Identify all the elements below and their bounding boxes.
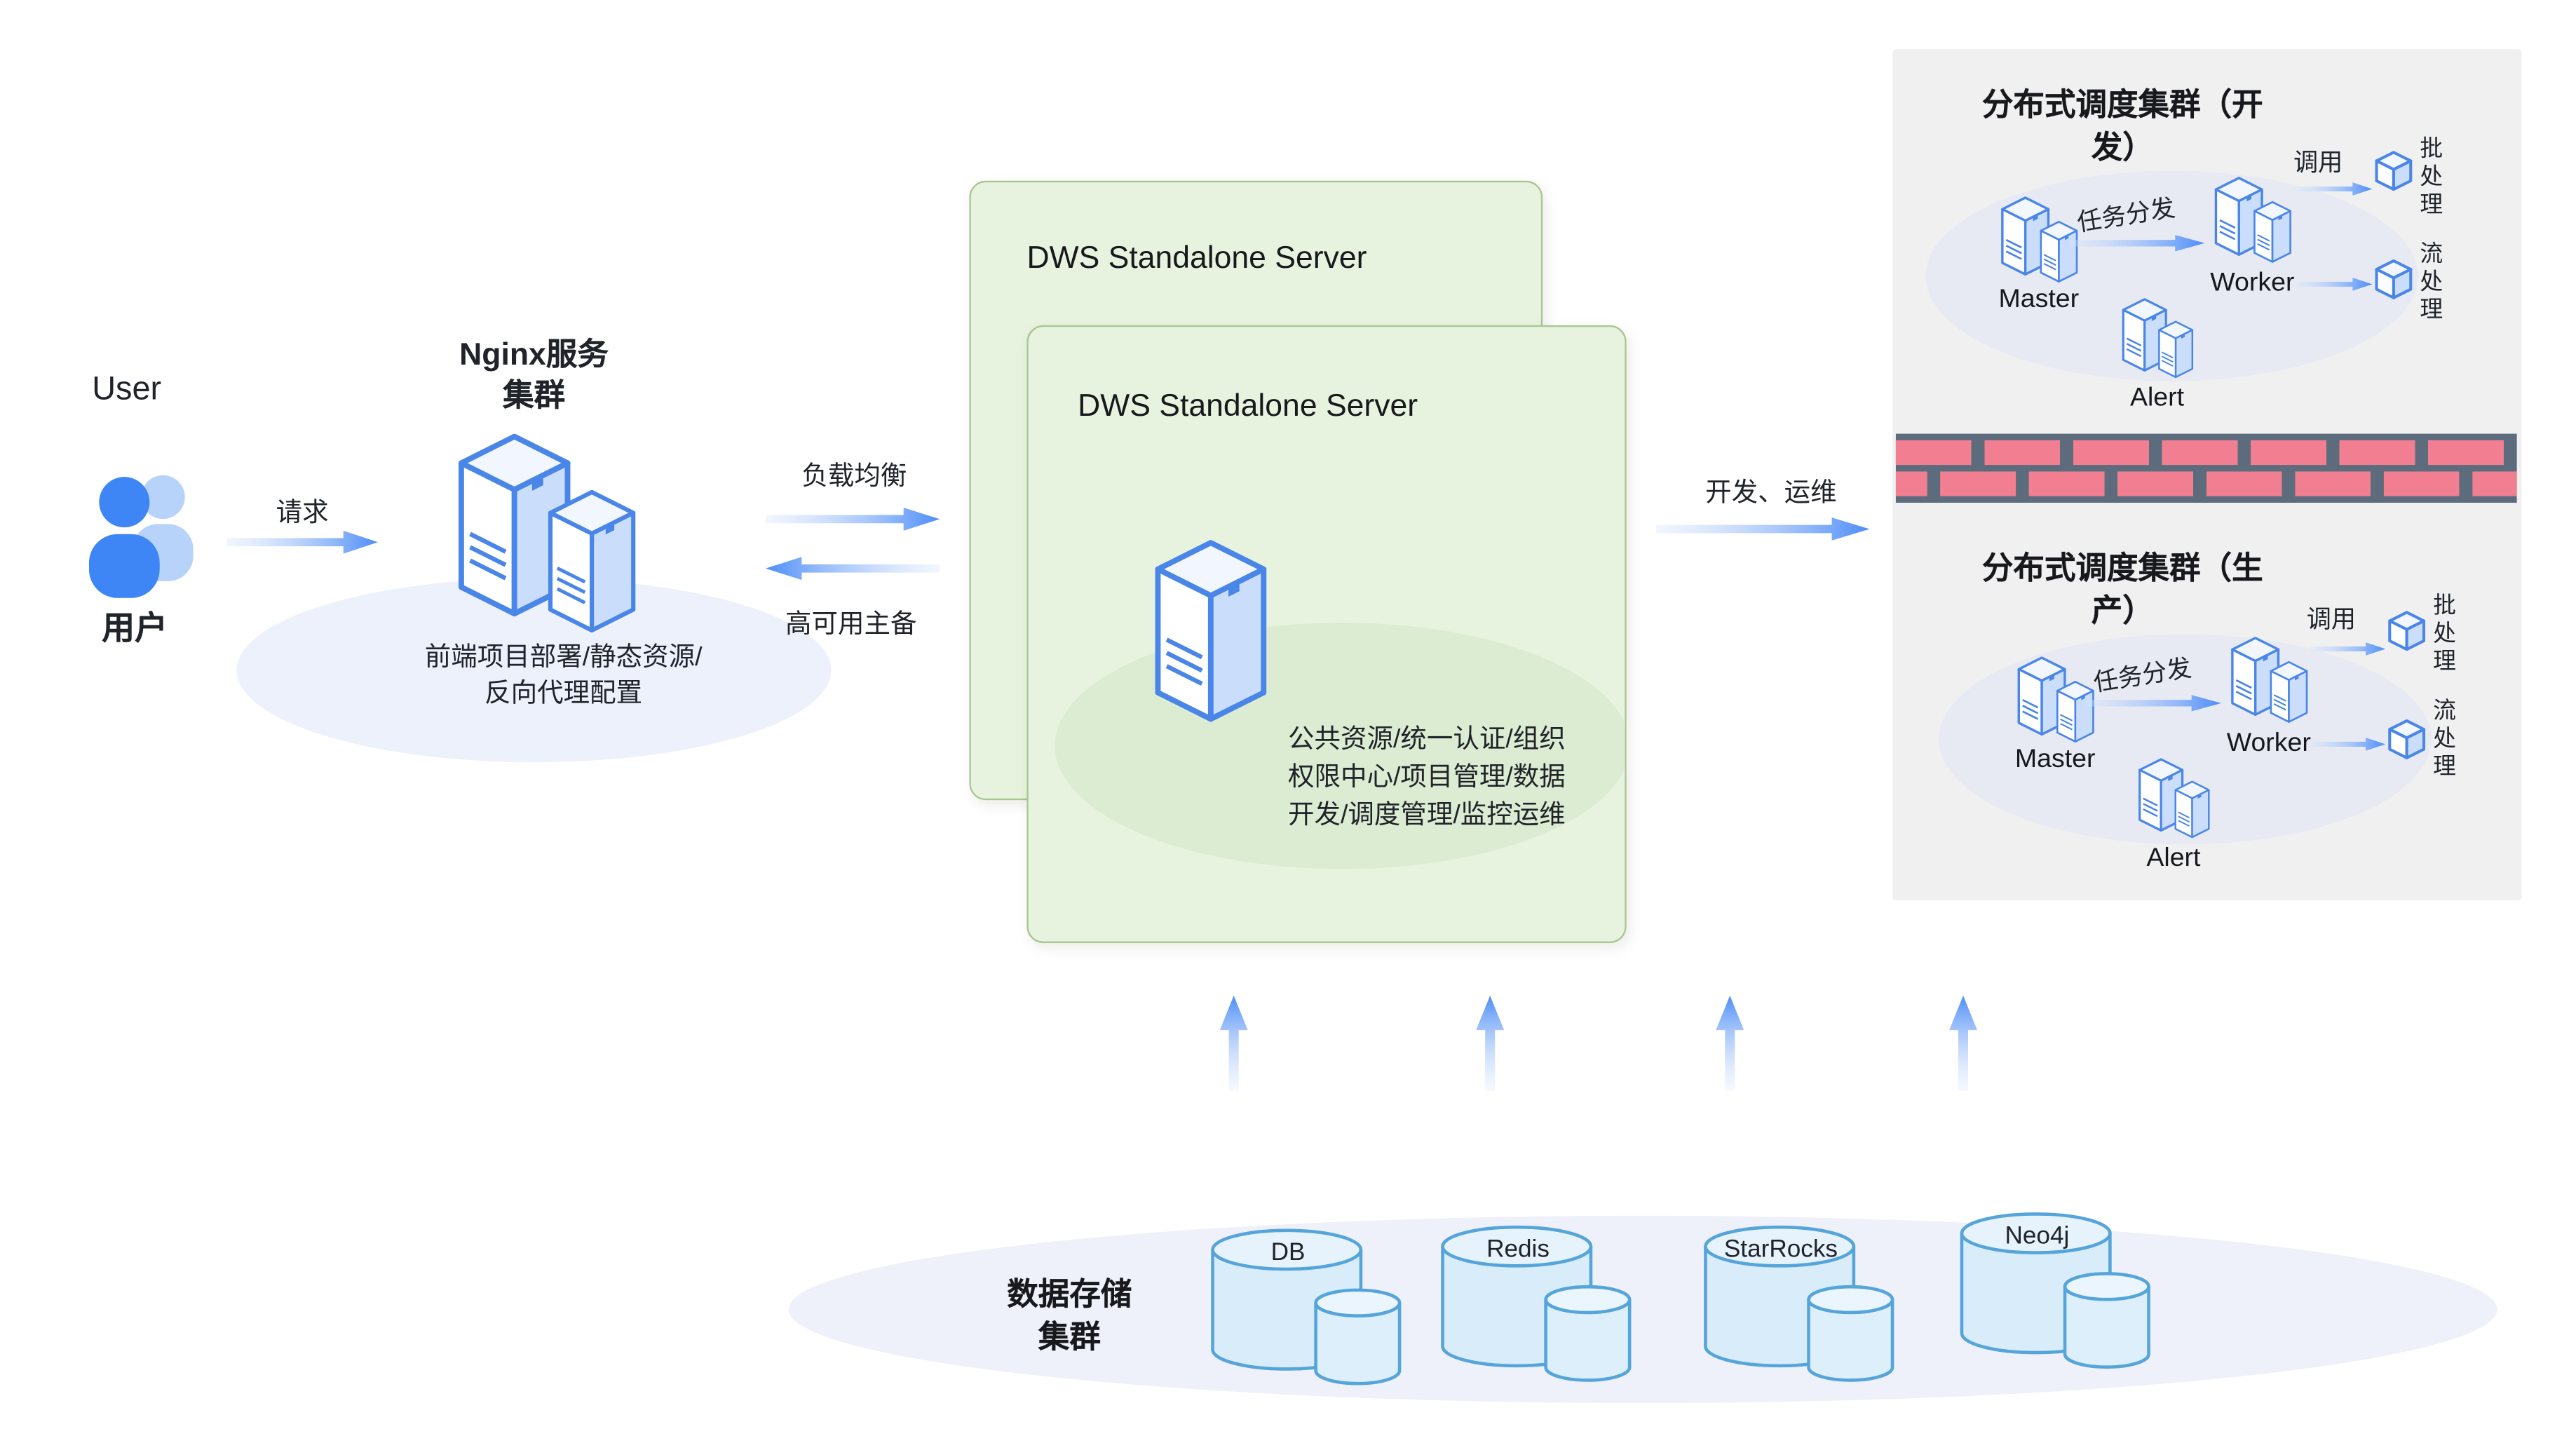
- ha-backup-arrow: [765, 557, 940, 581]
- nginx-desc-line1: 前端项目部署/静态资源/: [424, 644, 703, 672]
- storage-up-arrow-2: [1476, 995, 1505, 1091]
- firewall-brick-wall: [1895, 433, 2517, 503]
- request-arrow: [226, 530, 378, 554]
- nginx-desc: 前端项目部署/静态资源/ 反向代理配置: [374, 641, 752, 713]
- brick-row-2: [1895, 471, 2517, 496]
- dev-alert-label: Alert: [2129, 384, 2185, 413]
- prod-alert-label: Alert: [2146, 844, 2201, 873]
- dws-desc-line1: 公共资源/统一认证/组织: [1287, 726, 1566, 754]
- dws-desc-line2: 权限中心/项目管理/数据: [1287, 764, 1566, 792]
- dws-desc-line3: 开发/调度管理/监控运维: [1287, 801, 1566, 830]
- storage-title-line2: 集群: [1038, 1320, 1101, 1356]
- dev-alert-icon: [2116, 296, 2198, 381]
- dev-worker-label: Worker: [2210, 269, 2295, 298]
- prod-stream-cube-icon: [2385, 717, 2428, 763]
- prod-dispatch-arrow: [2086, 695, 2221, 712]
- scheduler-panel: 分布式调度集群（开 发） Master 任务分发 Worker 调用 批处理 流…: [1892, 49, 2522, 901]
- user-icon: [88, 475, 194, 598]
- prod-batch-cube-icon: [2385, 608, 2428, 654]
- dws-inner-ellipse: [1055, 623, 1625, 869]
- dev-stream-label: 流处理: [2420, 240, 2443, 323]
- prod-worker-label: Worker: [2226, 729, 2311, 758]
- dws-server-icon: [1140, 534, 1282, 728]
- dev-cluster-title: 分布式调度集群（开 发）: [1942, 86, 2303, 171]
- dev-batch-label: 批处理: [2420, 135, 2443, 217]
- nginx-cluster-title: Nginx服务 集群: [394, 335, 673, 417]
- prod-cluster-title: 分布式调度集群（生 产）: [1942, 549, 2303, 635]
- prod-title-line2: 产）: [2091, 595, 2154, 630]
- storage-up-arrow-3: [1716, 995, 1744, 1091]
- dws-box-front: DWS Standalone Server 公共资源/统一认证/组织 权限中心/…: [1026, 325, 1627, 943]
- dws-front-title: DWS Standalone Server: [1078, 389, 1418, 424]
- dev-batch-cube-icon: [2372, 148, 2415, 194]
- prod-worker-icon: [2225, 634, 2314, 726]
- dev-worker-icon: [2208, 174, 2297, 266]
- user-en-label: User: [92, 371, 162, 408]
- request-label: 请求: [276, 499, 329, 528]
- storage-up-arrow-4: [1949, 995, 1977, 1091]
- prod-invoke-arrow-top: [2310, 642, 2386, 656]
- neo4j-label: Neo4j: [2005, 1222, 2070, 1251]
- dev-title-line1: 分布式调度集群（开: [1981, 88, 2263, 123]
- storage-cluster-ellipse: [788, 1215, 2497, 1404]
- nginx-cluster-ellipse: [236, 578, 832, 763]
- dev-invoke-label: 调用: [2293, 149, 2343, 178]
- load-balance-arrow: [765, 508, 940, 531]
- nginx-title-line1: Nginx服务: [459, 338, 609, 373]
- redis-label: Redis: [1486, 1235, 1550, 1264]
- prod-alert-icon: [2132, 756, 2214, 841]
- user-zh-label: 用户: [102, 611, 168, 648]
- db-label: DB: [1270, 1238, 1306, 1267]
- ha-backup-label: 高可用主备: [785, 611, 917, 639]
- dws-back-title: DWS Standalone Server: [1026, 241, 1367, 276]
- prod-title-line1: 分布式调度集群（生: [1981, 552, 2263, 587]
- load-balance-label: 负载均衡: [801, 463, 907, 492]
- prod-master-label: Master: [2014, 745, 2096, 774]
- devops-label: 开发、运维: [1705, 480, 1837, 508]
- dev-title-line2: 发）: [2091, 131, 2154, 166]
- nginx-desc-line2: 反向代理配置: [484, 680, 643, 708]
- starrocks-label: StarRocks: [1723, 1235, 1838, 1264]
- dev-dispatch-arrow: [2070, 235, 2205, 252]
- storage-title-line1: 数据存储: [1007, 1278, 1132, 1313]
- dev-master-label: Master: [1998, 285, 2080, 314]
- nginx-title-line2: 集群: [502, 379, 566, 414]
- devops-arrow: [1655, 517, 1870, 541]
- prod-invoke-label: 调用: [2306, 606, 2357, 635]
- storage-cluster-title: 数据存储 集群: [963, 1275, 1177, 1360]
- dev-invoke-arrow-bottom: [2296, 277, 2373, 291]
- prod-batch-label: 批处理: [2433, 591, 2456, 674]
- nginx-servers-icon: [444, 427, 648, 641]
- dws-desc: 公共资源/统一认证/组织 权限中心/项目管理/数据 开发/调度管理/监控运维: [1287, 722, 1625, 835]
- storage-up-arrow-1: [1219, 995, 1248, 1091]
- brick-row-1: [1895, 440, 2517, 466]
- dev-invoke-arrow-top: [2296, 182, 2373, 196]
- prod-invoke-arrow-bottom: [2310, 738, 2386, 751]
- prod-stream-label: 流处理: [2433, 696, 2456, 779]
- dev-stream-cube-icon: [2372, 257, 2415, 303]
